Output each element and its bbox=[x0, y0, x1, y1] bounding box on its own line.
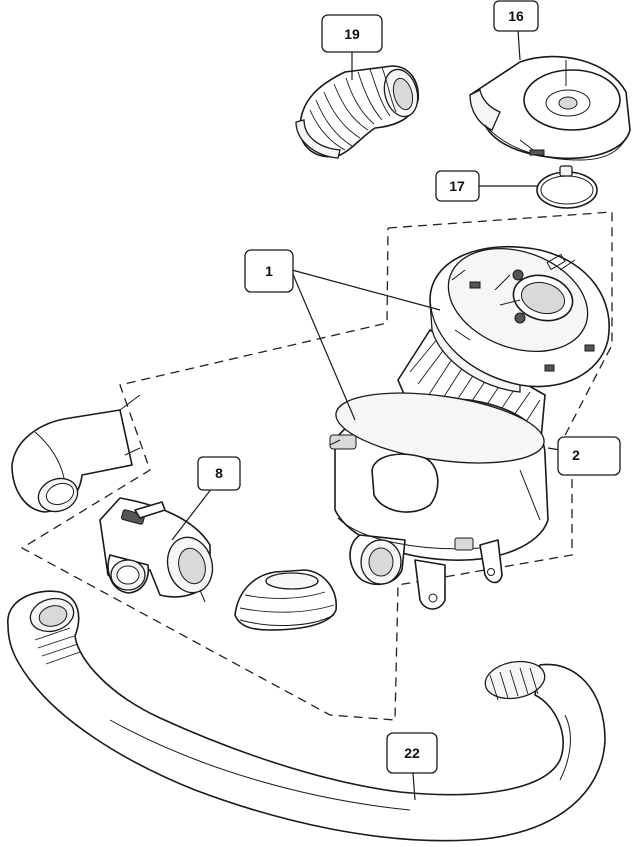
callout-16-label: 16 bbox=[508, 8, 524, 24]
assembly-group-outline bbox=[20, 211, 613, 721]
part-17-o-ring bbox=[536, 165, 598, 209]
callout-17: 17 bbox=[435, 170, 480, 202]
part-19-elbow-hose bbox=[295, 65, 419, 159]
part-8-valve bbox=[99, 497, 214, 603]
part-16-housing-cover bbox=[469, 55, 631, 161]
callout-1: 1 bbox=[244, 249, 294, 293]
callout-22: 22 bbox=[386, 732, 438, 774]
callout-19: 19 bbox=[321, 14, 383, 53]
callout-2-label: 2 bbox=[572, 447, 580, 463]
leader-lines bbox=[171, 29, 561, 801]
callout-8-label: 8 bbox=[215, 465, 223, 481]
callout-19-label: 19 bbox=[344, 26, 360, 42]
part-1-filter-cap bbox=[429, 246, 610, 393]
left-elbow-pipe bbox=[11, 394, 141, 513]
part-1-main-housing bbox=[329, 392, 549, 610]
callout-8: 8 bbox=[197, 456, 241, 491]
callout-2: 2 bbox=[557, 436, 621, 476]
callout-17-label: 17 bbox=[449, 178, 465, 194]
small-elbow-connector bbox=[234, 569, 337, 631]
callout-1-label: 1 bbox=[265, 263, 273, 279]
callout-22-label: 22 bbox=[404, 745, 420, 761]
part-22-long-hose bbox=[7, 590, 606, 842]
callout-16: 16 bbox=[493, 0, 539, 32]
